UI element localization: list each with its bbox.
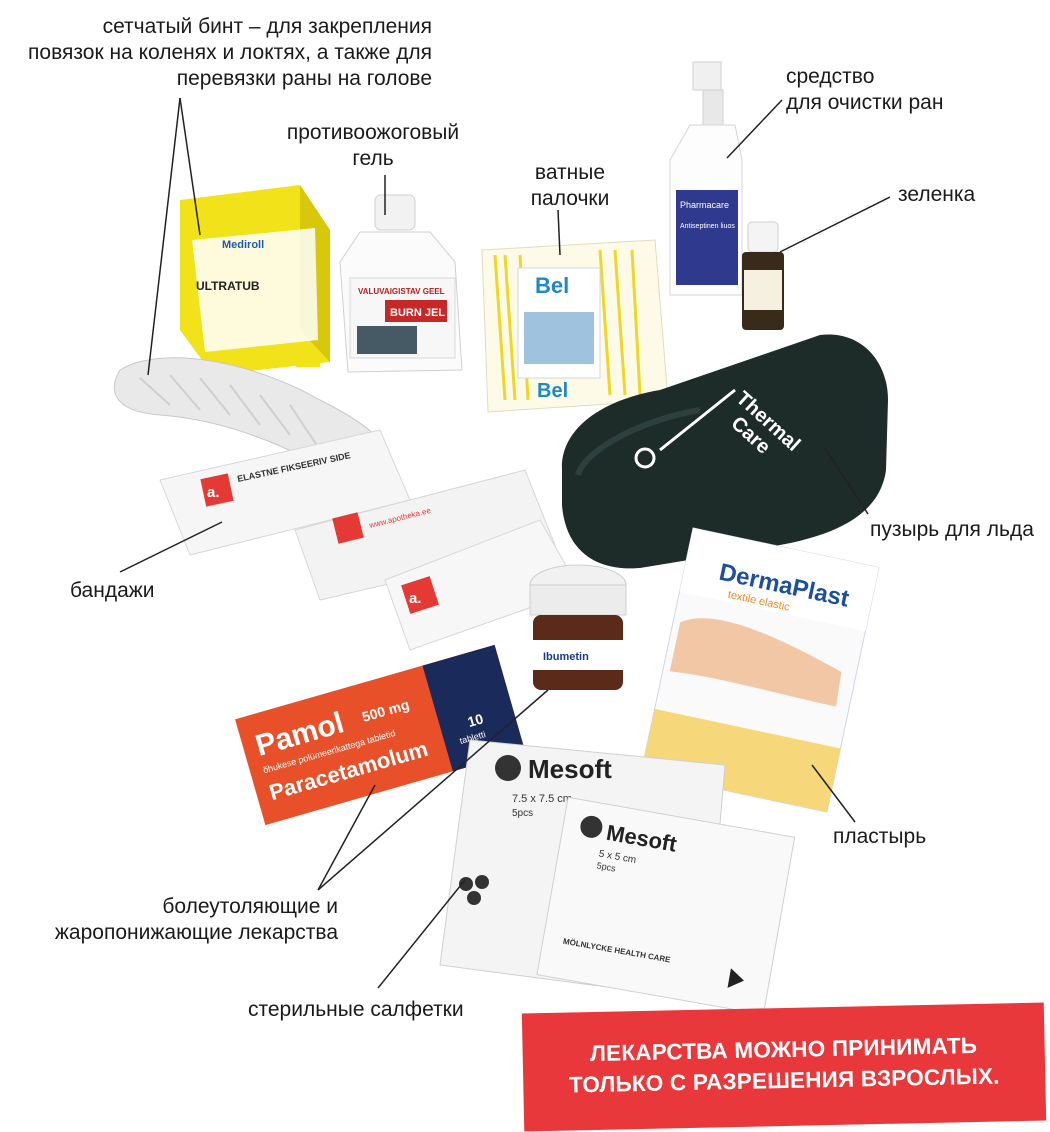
mesoft-count-large: 5pcs xyxy=(512,808,533,819)
label-mesh-bandage: сетчатый бинт – для закрепления повязок … xyxy=(28,14,432,92)
pamol-box: Pamol 500 mg õhukese polümeerikattega ta… xyxy=(235,644,525,826)
swabs-brand: Bel xyxy=(535,273,569,298)
label-wound-cleaner: средство для очистки ран xyxy=(786,64,943,116)
label-bandages: бандажи xyxy=(70,578,155,604)
label-bandages-line1: бандажи xyxy=(70,579,155,602)
mesh-bandage-box: Mediroll ULTRATUB xyxy=(180,185,330,375)
warning-banner: ЛЕКАРСТВА МОЖНО ПРИНИМАТЬ ТОЛЬКО С РАЗРЕ… xyxy=(521,1002,1047,1132)
wound-cleaner-spray: Pharmacare Antiseptinen liuos xyxy=(669,61,743,296)
label-cotton-swabs: ватные палочки xyxy=(510,160,630,212)
label-painkillers-line2: жаропонижающие лекарства xyxy=(54,921,338,944)
label-mesh-bandage-line2: повязок на коленях и локтях, а также для xyxy=(28,41,432,64)
pill-jar-label: Ibumetin xyxy=(543,651,589,663)
label-cotton-swabs-line2: палочки xyxy=(530,187,610,210)
ice-pack: Thermal Care xyxy=(561,334,888,569)
label-painkillers: болеутоляющие и жаропонижающие лекарства xyxy=(55,894,338,946)
bandage-brand-3: a. xyxy=(409,590,422,607)
dermaplast-box: DermaPlast textile elastic xyxy=(640,527,880,813)
elastic-bandage-2: www.apotheka.ee xyxy=(294,469,556,601)
label-plaster: пластырь xyxy=(833,824,926,850)
spray-brand: Pharmacare xyxy=(680,200,729,210)
label-green-antiseptic-line1: зеленка xyxy=(898,183,976,206)
burn-gel-title: VALUVAIGISTAV GEEL xyxy=(358,287,445,296)
mesoft-small-pack: Mesoft 5 x 5 cm 5pcs MÖLNLYCKE HEALTH CA… xyxy=(536,796,796,1016)
mesh-box-brand: Mediroll xyxy=(222,239,264,251)
spray-name: Antiseptinen liuos xyxy=(680,223,735,230)
label-mesh-bandage-line1: сетчатый бинт – для закрепления xyxy=(102,15,432,38)
label-burn-gel-line2: гель xyxy=(352,147,394,170)
bandage-brand-1: a. xyxy=(207,484,220,501)
label-sterile-wipes-line1: стерильные салфетки xyxy=(248,998,464,1021)
label-painkillers-line1: болеутоляющие и xyxy=(162,895,338,918)
pill-jar: Ibumetin xyxy=(529,564,627,690)
swabs-brand-bottom: Bel xyxy=(537,380,568,402)
label-green-antiseptic: зеленка xyxy=(898,182,975,208)
label-wound-cleaner-line1: средство xyxy=(786,65,875,88)
green-antiseptic-bottle xyxy=(742,221,784,330)
label-plaster-line1: пластырь xyxy=(833,825,927,848)
label-mesh-bandage-line3: перевязки раны на голове xyxy=(176,67,432,90)
label-burn-gel: противоожоговый гель xyxy=(268,120,478,172)
label-ice-pack: пузырь для льда xyxy=(870,517,1034,543)
mesoft-size-large: 7.5 x 7.5 cm xyxy=(512,793,572,805)
burn-gel-bottle: VALUVAIGISTAV GEEL BURN JEL xyxy=(339,194,463,373)
label-cotton-swabs-line1: ватные xyxy=(534,161,606,184)
pamol-count: 10 xyxy=(466,710,486,730)
cotton-swabs-pack: Bel Bel xyxy=(481,239,669,413)
mesoft-brand-large: Mesoft xyxy=(528,754,612,784)
mesoft-count-small: 5pcs xyxy=(596,860,617,873)
label-burn-gel-line1: противоожоговый xyxy=(286,121,460,144)
leader-lines xyxy=(119,97,891,989)
label-sterile-wipes: стерильные салфетки xyxy=(248,997,464,1023)
mesh-box-name: ULTRATUB xyxy=(196,279,260,293)
label-ice-pack-line1: пузырь для льда xyxy=(870,518,1034,541)
label-wound-cleaner-line2: для очистки ран xyxy=(786,91,944,114)
burn-gel-brand: BURN JEL xyxy=(390,307,445,319)
